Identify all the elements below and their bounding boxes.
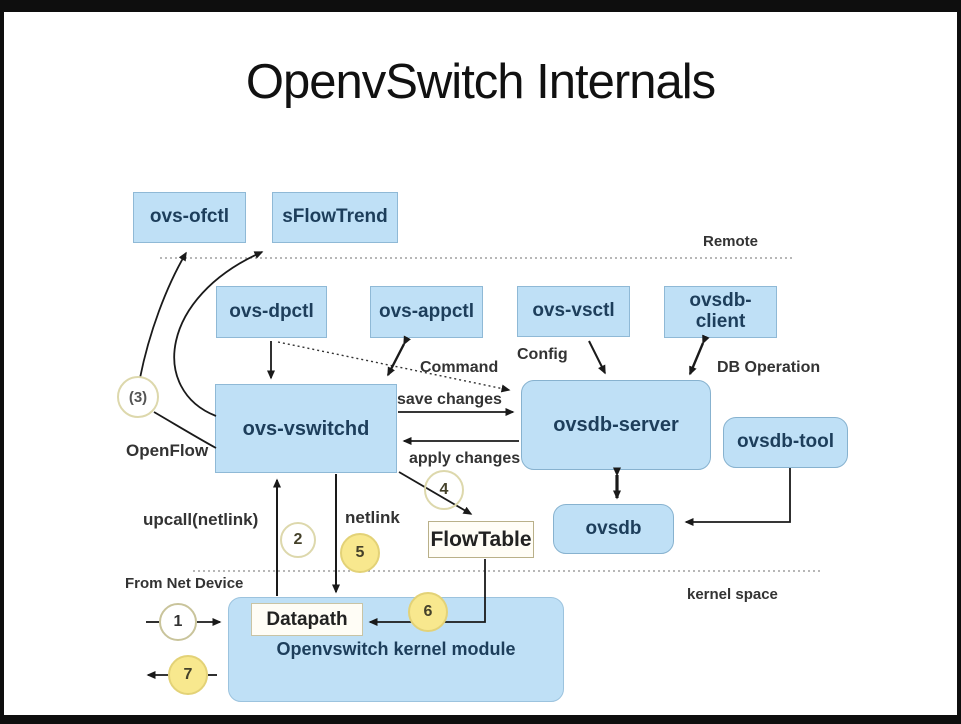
region-label-remote: Remote	[703, 233, 759, 250]
node-kernel-module-label: Openvswitch kernel module	[276, 639, 516, 659]
step-marker-2-label: 2	[293, 531, 303, 548]
node-ovs-appctl: ovs-appctl	[370, 286, 483, 338]
edge-label-save-changes: save changes	[397, 391, 502, 408]
node-ovs-ofctl: ovs-ofctl	[133, 192, 246, 243]
step-marker-6: 6	[408, 592, 448, 632]
node-ovs-dpctl: ovs-dpctl	[216, 286, 327, 338]
edge-label-openflow: OpenFlow	[126, 441, 209, 460]
edge-label-config: Config	[517, 346, 568, 363]
node-ovs-appctl-label: ovs-appctl	[378, 300, 475, 322]
region-label-kernel-space: kernel space	[687, 586, 778, 603]
edge-label-from-net-device: From Net Device	[125, 575, 244, 592]
edge-label-command: Command	[420, 359, 499, 376]
edge-label-db-operation: DB Operation	[717, 359, 821, 376]
step-marker-6-label: 6	[423, 603, 433, 620]
node-sflowtrend: sFlowTrend	[272, 192, 398, 243]
edge-label-upcall: upcall(netlink)	[143, 510, 259, 529]
node-ovs-ofctl-label: ovs-ofctl	[149, 206, 230, 228]
node-ovsdb-server-label: ovsdb-server	[553, 414, 679, 436]
step-marker-2: 2	[280, 522, 316, 558]
edge-client-server	[688, 334, 710, 376]
node-datapath-label: Datapath	[266, 608, 348, 630]
step-marker-3: (3)	[117, 376, 159, 418]
step-marker-3-label: (3)	[128, 388, 148, 406]
edge-vsctl-to-server	[588, 340, 606, 375]
node-ovs-vsctl: ovs-vsctl	[517, 286, 630, 337]
edge-vswitchd-to-sflowtrend	[173, 251, 264, 417]
node-ovs-vsctl-label: ovs-vsctl	[532, 300, 615, 322]
step-marker-1-label: 1	[173, 613, 183, 630]
node-sflowtrend-label: sFlowTrend	[282, 206, 388, 228]
node-ovsdb-client-label: ovsdb-client	[689, 290, 752, 332]
edge-appctl-vswitchd	[386, 335, 411, 377]
node-datapath: Datapath	[251, 603, 363, 636]
step-marker-5: 5	[340, 533, 380, 573]
node-ovs-dpctl-label: ovs-dpctl	[229, 300, 314, 322]
node-flowtable-label: FlowTable	[430, 527, 532, 551]
step-marker-5-label: 5	[355, 544, 365, 561]
edge-label-netlink: netlink	[345, 508, 400, 527]
node-ovsdb-tool: ovsdb-tool	[723, 417, 848, 468]
step-marker-4: 4	[424, 470, 464, 510]
node-ovs-vswitchd-label: ovs-vswitchd	[242, 417, 370, 440]
edge-c3-to-vswitchd	[153, 411, 217, 449]
step-marker-4-label: 4	[439, 481, 449, 498]
step-marker-7: 7	[168, 655, 208, 695]
edge-label-apply-changes: apply changes	[409, 450, 521, 467]
step-marker-1: 1	[159, 603, 197, 641]
node-ovsdb-label: ovsdb	[585, 517, 642, 539]
page-title: OpenvSwitch Internals	[245, 55, 716, 109]
edge-tool-to-ovsdb	[684, 468, 791, 526]
node-flowtable: FlowTable	[428, 521, 534, 558]
step-marker-7-label: 7	[183, 666, 193, 683]
node-ovsdb-client: ovsdb-client	[664, 286, 777, 338]
edge-flowtable-to-datapath	[368, 559, 486, 626]
edge-c3-to-ofctl	[139, 251, 187, 379]
node-ovsdb: ovsdb	[553, 504, 674, 554]
edge-dpctl-command-dotted	[277, 341, 511, 393]
node-ovsdb-tool-label: ovsdb-tool	[736, 431, 835, 453]
node-ovs-vswitchd: ovs-vswitchd	[215, 384, 397, 473]
